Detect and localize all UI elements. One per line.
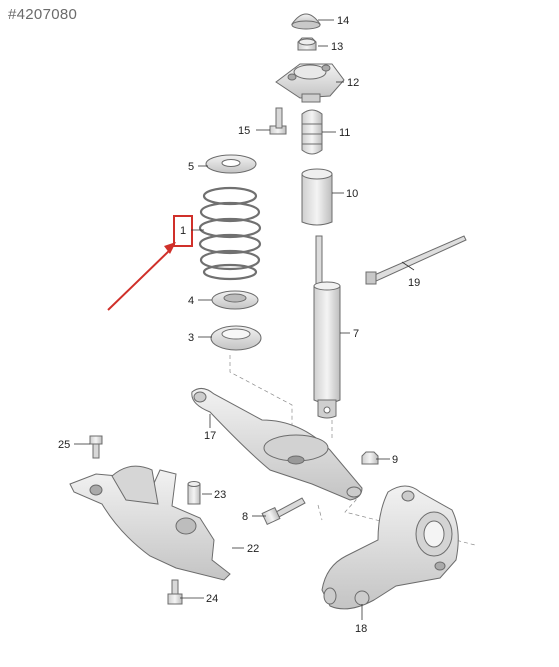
callout-leader-lines <box>74 19 415 620</box>
part-19-cable-tie <box>365 235 467 285</box>
callout-18: 18 <box>355 623 367 635</box>
part-14-dust-cap <box>291 13 321 30</box>
callout-9: 9 <box>392 454 398 466</box>
part-13-nut <box>297 37 317 51</box>
callout-10: 10 <box>346 188 358 200</box>
callout-23: 23 <box>214 489 226 501</box>
callout-17: 17 <box>204 430 216 442</box>
callout-25: 25 <box>58 439 70 451</box>
part-7-shock-absorber <box>313 235 341 419</box>
part-18-wheel-carrier <box>321 485 459 610</box>
part-23-bush <box>187 481 201 505</box>
part-4-spring-seat <box>211 290 259 310</box>
part-11-bump-stop <box>301 109 323 155</box>
part-22-subframe-bracket <box>69 465 231 581</box>
callout-13: 13 <box>331 41 343 53</box>
part-1-coil-spring <box>198 186 262 281</box>
part-24-bolt <box>167 579 183 605</box>
callout-labels: 14 13 12 15 11 5 10 1 4 7 3 17 9 8 19 23… <box>58 15 420 635</box>
part-10-protective-sleeve <box>301 168 333 226</box>
callout-1: 1 <box>180 225 186 237</box>
part-5-spring-pad-upper <box>205 154 257 174</box>
part-25-bolt <box>89 435 103 459</box>
callout-7: 7 <box>353 328 359 340</box>
callout-8: 8 <box>242 511 248 523</box>
callout-11: 11 <box>339 127 350 139</box>
callout-22: 22 <box>247 543 259 555</box>
highlight-marker-part-1 <box>107 215 193 311</box>
callout-4: 4 <box>188 295 194 307</box>
part-12-top-mount <box>275 63 345 103</box>
diagram-title: #4207080 <box>8 6 78 23</box>
callout-15: 15 <box>238 125 250 137</box>
part-9-nut <box>361 451 379 465</box>
callout-14: 14 <box>337 15 349 27</box>
part-17-lower-control-arm <box>191 388 363 501</box>
part-3-spring-pad-lower <box>210 325 262 351</box>
part-8-bolt <box>261 497 306 526</box>
callout-3: 3 <box>188 332 194 344</box>
callout-12: 12 <box>347 77 359 89</box>
callout-19: 19 <box>408 277 420 289</box>
part-15-bolt <box>269 107 287 135</box>
callout-24: 24 <box>206 593 218 605</box>
callout-5: 5 <box>188 161 194 173</box>
